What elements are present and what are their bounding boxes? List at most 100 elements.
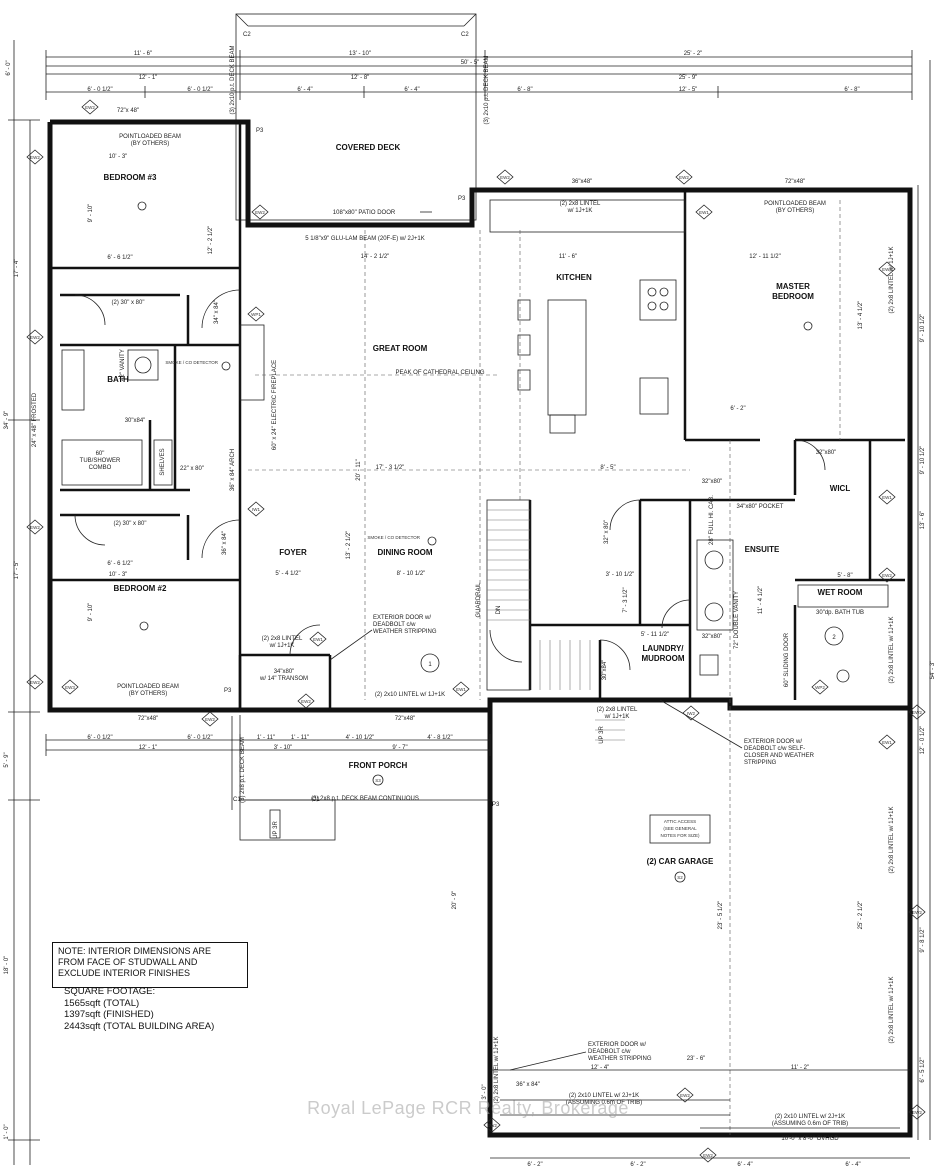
deck-beam-left: (3) 2x10 p.t. DECK BEAM <box>230 45 236 114</box>
door-36x84-garage: 36" x 84" <box>516 1082 540 1088</box>
covered-deck-outline <box>235 13 477 221</box>
dim-garage-3: 23' - 6" <box>687 1056 706 1062</box>
tag-ew2-o: EW2 <box>487 1123 497 1128</box>
ext-door-front-l3: WEATHER STRIPPING <box>373 629 437 635</box>
laundry-lintel-l2: w/ 1J+1K <box>604 714 630 720</box>
deck-beam-right: (3) 2x10 p.t. DECK BEAM <box>484 55 490 124</box>
dim-top-4: 12' - 1" <box>139 75 158 81</box>
dim-top-2: 13' - 10" <box>349 51 371 57</box>
dim-room-5: 11' - 6" <box>559 254 577 260</box>
shelves-label: SHELVES <box>160 448 166 475</box>
dim-left-6: 3' - 0" <box>482 1084 488 1099</box>
dim-bottom-4: 1' - 11" <box>291 735 309 741</box>
dim-room-12: 8' - 5" <box>600 465 615 471</box>
dim-room-4: 14' - 2 1/2" <box>361 254 390 260</box>
dim-top-6: 25' - 9" <box>679 75 698 81</box>
window-72x48-top: 72"x 48" <box>117 108 139 114</box>
square-footage-block: SQUARE FOOTAGE: 1565sqft (TOTAL) 1397sqf… <box>64 986 214 1032</box>
room-car-garage: (2) CAR GARAGE <box>647 857 714 866</box>
smoke-co-detector-2: SMOKE / CO DETECTOR <box>367 535 420 540</box>
ext-door-garage-l3: CLOSER AND WEATHER <box>744 753 815 759</box>
garage-details <box>500 814 900 1129</box>
dim-garage-1: 12' - 4" <box>591 1065 610 1071</box>
dim-right-3: 13' - 6" <box>920 511 926 530</box>
arch-label: 36" x 84" ARCH <box>230 449 236 491</box>
interior-dimensions-note: NOTE: INTERIOR DIMENSIONS ARE FROM FACE … <box>52 942 248 988</box>
dim-overall: 50' - 5" <box>461 60 480 66</box>
attic-access-l1: ATTIC ACCESS <box>664 819 696 824</box>
dim-top-10: 6' - 4" <box>404 87 419 93</box>
tag-iw1: IW1 <box>252 507 260 512</box>
column-tag-c2-right: C2 <box>461 32 469 38</box>
room-master-l1: MASTER <box>776 282 810 291</box>
room-bath: BATH <box>107 375 129 384</box>
dim-left-8: 6' - 0" <box>6 60 12 75</box>
dim-right-1: 9' - 10 1/2" <box>920 314 926 343</box>
bottom-dimension-lines <box>45 734 910 1159</box>
kitchen-lintel-l1: (2) 2x8 LINTEL <box>560 201 601 207</box>
dim-right-7: 6' - 5 1/2" <box>920 1057 926 1082</box>
post-tag-p3-b: P3 <box>458 196 466 202</box>
room-kitchen: KITCHEN <box>556 273 592 282</box>
point-beam-top-l2: (BY OTHERS) <box>131 141 170 147</box>
dim-room-19: 9' - 10" <box>88 603 94 622</box>
right-dimension-lines <box>917 60 931 1140</box>
door-32x80-laundry: 32"x80" <box>702 634 723 640</box>
door-transom-l1: 34"x80" <box>274 669 295 675</box>
dim-room-3: 17' - 3 1/2" <box>376 465 405 471</box>
dim-garage-6: 6' - 4" <box>737 1162 752 1168</box>
tag-iw2: IW2 <box>687 711 695 716</box>
tag-ew1-c: EW1 <box>456 687 466 692</box>
front-lintel-l1: (2) 2x8 LINTEL <box>262 636 303 642</box>
tag-ew2-c: EW2 <box>30 335 40 340</box>
stair-down-label: DN <box>496 606 502 615</box>
dim-left-3: 17' - 5" <box>14 561 20 580</box>
dim-room-9: 20' - 11" <box>356 459 362 481</box>
dim-room-16: 13' - 4 1/2" <box>858 301 864 330</box>
tag-ew3-b: EW3 <box>882 267 892 272</box>
tag-ew3-a: EW3 <box>65 685 75 690</box>
dim-room-20: 6' - 6 1/2" <box>107 255 132 261</box>
tag-ew2-g: EW2 <box>255 210 265 215</box>
room-dining: DINING ROOM <box>377 548 432 557</box>
door-2-30x80-top: (2) 30" x 80" <box>112 300 145 306</box>
window-72x48-master: 72"x48" <box>785 179 806 185</box>
left-dimension-lines <box>8 40 40 1165</box>
door-2-30x80-bottom: (2) 30" x 80" <box>114 521 147 527</box>
dim-garage-4: 6' - 2" <box>527 1162 542 1168</box>
garage-lintel-right-l2: (ASSUMING 0.6m OF TRIB) <box>772 1121 848 1127</box>
attic-access-l2: (SEE GENERAL <box>663 826 697 831</box>
section-mark-s3 <box>372 774 384 786</box>
ext-door-garage-l2: DEADBOLT c/w SELF- <box>744 746 805 752</box>
window-72x48-dining: 72"x48" <box>395 716 416 722</box>
dim-right-4: 54' - 3" <box>930 661 936 680</box>
room-ensuite: ENSUITE <box>745 545 780 554</box>
dim-top-7: 6' - 0 1/2" <box>87 87 112 93</box>
door-transom-l2: w/ 14" TRANSOM <box>259 676 308 682</box>
point-beam-top-l1: POINTLOADED BEAM <box>119 134 181 140</box>
dim-garage-7: 6' - 4" <box>845 1162 860 1168</box>
dim-room-21: 6' - 6 1/2" <box>107 561 132 567</box>
room-front-porch: FRONT PORCH <box>349 761 408 770</box>
tag-ew2-e: EW2 <box>30 680 40 685</box>
tag-ew2-a: EW2 <box>85 105 95 110</box>
section-tag-s2: S2 <box>677 875 683 880</box>
bath-tub-label: 30"dp. BATH TUB <box>816 610 864 616</box>
section-marker-2-label: 2 <box>832 635 836 641</box>
dim-top-5: 12' - 8" <box>351 75 370 81</box>
note-line-2: FROM FACE OF STUDWALL AND <box>58 957 198 967</box>
ext-door-bottom-l3: WEATHER STRIPPING <box>588 1056 652 1062</box>
ext-door-front-l2: DEADBOLT c/w <box>373 622 416 628</box>
dim-bottom-5: 4' - 10 1/2" <box>346 735 375 741</box>
laundry-lintel-l1: (2) 2x8 LINTEL <box>597 707 638 713</box>
dim-bottom-7: 12' - 1" <box>139 745 158 751</box>
dim-garage-9: 23' - 5 1/2" <box>718 901 724 930</box>
dim-room-15: 3' - 10 1/2" <box>606 572 635 578</box>
garage-lintel-right-l1: (2) 2x10 LINTEL w/ 2J+1K <box>775 1114 845 1120</box>
door-30x84: 30"x84" <box>125 418 146 424</box>
porch-deck-beam-vertical: (3) 2x8 p.t. DECK BEAM <box>240 737 246 803</box>
garage-vertical-lintel-3: (2) 2x8 LINTEL w/ 1J+1K <box>889 807 895 874</box>
ceiling-dashed-lines <box>248 200 841 1135</box>
section-tag-s3: S3 <box>375 778 381 783</box>
